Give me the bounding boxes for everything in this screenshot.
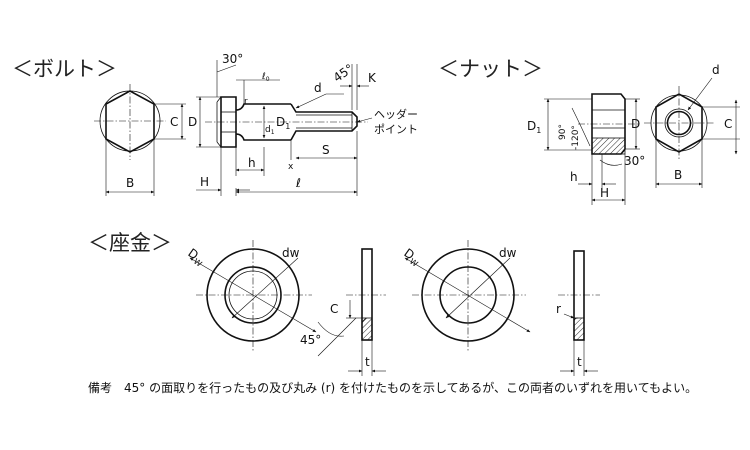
washer1-c-label: C [330, 302, 338, 316]
nut-dim-D-label: D [631, 117, 640, 131]
section-title-bolt: ＜ボルト＞ [12, 57, 117, 81]
washer-radius-side-view: r t [556, 250, 600, 376]
bolt-hex-end-view: C B [94, 84, 186, 196]
nut-angle-120-label: -120° [571, 125, 581, 150]
washer1-Dw-label: DW [184, 246, 207, 269]
bolt-angle-45-label: 45° [331, 61, 356, 85]
section-title-nut: ＜ナット＞ [438, 57, 543, 81]
bolt-dim-h-label: h [248, 156, 256, 170]
bolt-dim-d1-label: d1 [265, 125, 275, 136]
bolt-dim-l-label: ℓ [295, 176, 301, 190]
nut-bearing-face-hatch [591, 137, 626, 155]
bolt-radius-r-label: r [244, 97, 248, 107]
bolt-dim-d-label: d [314, 81, 322, 95]
bolt-dim-x-label: x [288, 162, 294, 172]
nut-hex-end-view: d C B [644, 63, 740, 188]
remarks-note: 備考 45° の面取りを行ったもの及び丸み (r) を付けたものを示してあるが、… [88, 380, 697, 395]
nut-dim-b-label: B [674, 168, 682, 182]
washer-chamfer-front-view: DW dw [184, 240, 317, 352]
section-title-washer: ＜座金＞ [88, 231, 172, 255]
nut-dim-d-label: d [712, 63, 720, 77]
nut-dim-D1-label: D1 [527, 119, 541, 135]
bolt-header-point-line2: ポイント [374, 123, 418, 136]
washer1-t-label: t [365, 355, 370, 369]
washer2-t-label: t [577, 355, 582, 369]
bolt-dim-D-label: D [188, 115, 197, 129]
nut-dim-c-label: C [724, 117, 732, 131]
washer1-side-hatch [361, 317, 373, 341]
nut-dim-H-label: H [600, 186, 609, 200]
washer2-side-hatch [573, 317, 585, 341]
bolt-dim-H-label: H [200, 175, 209, 189]
nut-side-view: D1 90° -120° D 30° h H [527, 93, 645, 205]
bolt-dim-c-label: C [170, 115, 178, 129]
washer2-dw-label: dw [499, 246, 517, 260]
bolt-neck-bottom [235, 133, 291, 141]
washer1-dw-label: dw [282, 246, 300, 260]
washer2-r-label: r [556, 302, 561, 316]
bolt-dim-l0-label: ℓ0 [261, 72, 270, 83]
bolt-dim-D1-label: D1 [276, 115, 290, 131]
washer2-Dw-label: DW [400, 246, 423, 269]
nut-angle-90-label: 90° [558, 124, 568, 140]
bolt-neck-top [235, 103, 291, 111]
washer1-angle-45-label: 45° [300, 333, 321, 347]
nut-dim-h-label: h [570, 170, 578, 184]
washer-radius-front-view: DW dw [400, 240, 531, 352]
bolt-header-point-line1: ヘッダー [374, 107, 418, 121]
bolt-dim-b-label: B [126, 176, 134, 190]
bolt-dim-s-label: S [322, 143, 330, 157]
bolt-angle-30-label: 30° [222, 52, 243, 66]
bolt-side-view: D 30° ℓ0 r d1 D1 d 45° K ヘッダー ポイント [188, 52, 418, 196]
bolt-dim-k-label: K [368, 71, 377, 85]
nut-angle-30-label: 30° [624, 154, 645, 168]
washer-chamfer-side-view: C 45° t [300, 248, 386, 376]
